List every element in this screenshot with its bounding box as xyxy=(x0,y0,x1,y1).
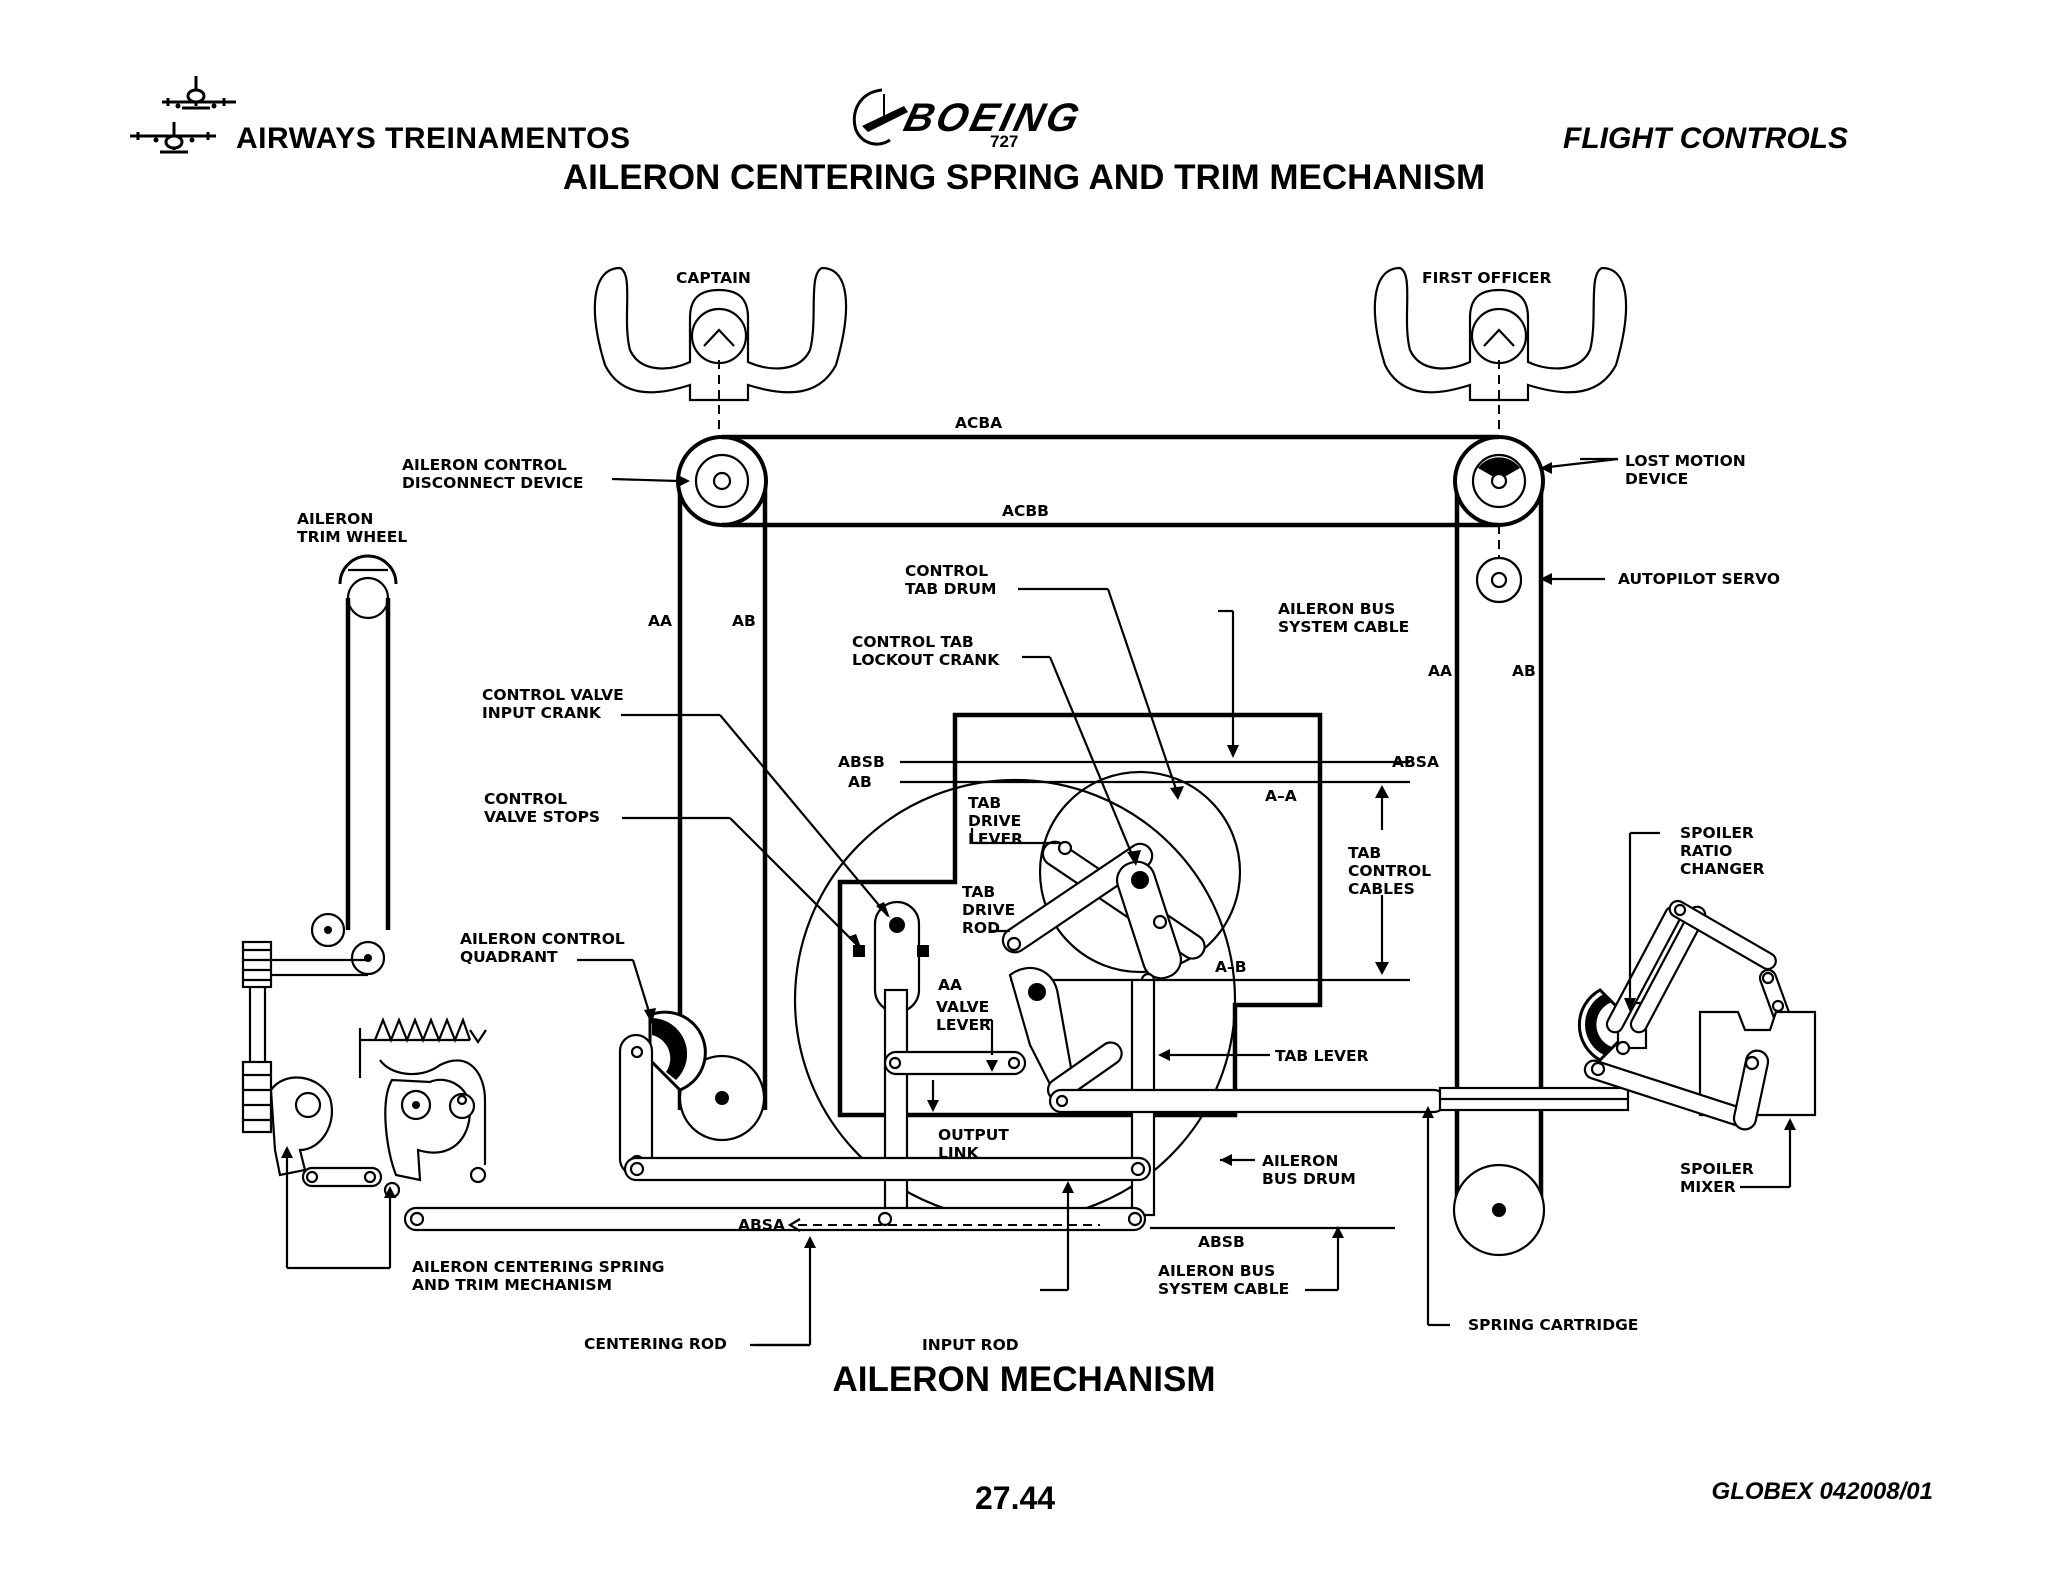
output-link xyxy=(883,1041,1123,1102)
aileron-trim-wheel xyxy=(241,554,398,1134)
control-valve-stops-label: CONTROL VALVE STOPS xyxy=(484,790,600,826)
ab-left-label: AB xyxy=(732,612,756,630)
spoiler-ratio-changer xyxy=(1577,899,1796,1062)
aircraft-model: 727 xyxy=(990,132,1019,151)
spoiler-mixer-label: SPOILER MIXER xyxy=(1680,1160,1759,1196)
control-tab-drum xyxy=(1038,770,1242,974)
absa-top-label: ABSA xyxy=(1392,753,1439,771)
tab-drive-rod-label: TAB DRIVE ROD xyxy=(962,883,1021,937)
figure-caption: AILERON MECHANISM xyxy=(832,1360,1216,1399)
output-link-label: OUTPUT LINK xyxy=(938,1126,1014,1162)
absa-bottom-label: ABSA xyxy=(738,1216,785,1234)
document-reference: GLOBEX 042008/01 xyxy=(1711,1478,1933,1505)
control-tab-lockout-crank-label: CONTROL TAB LOCKOUT CRANK xyxy=(852,633,1000,669)
left-cable-loop xyxy=(677,480,768,1142)
aa-mid-label: AA xyxy=(938,976,962,994)
centering-spring-mechanism xyxy=(269,1016,487,1199)
aileron-bus-drum-label: AILERON BUS DRUM xyxy=(1262,1152,1356,1188)
leader-lines xyxy=(285,457,1792,1347)
arrow-heads xyxy=(281,462,1796,1248)
tab-control-cables-arrows xyxy=(1375,785,1389,975)
centering-rod-label: CENTERING ROD xyxy=(584,1335,727,1353)
lost-motion-device xyxy=(1453,435,1545,527)
page-title: AILERON CENTERING SPRING AND TRIM MECHAN… xyxy=(562,158,1486,197)
airways-logo xyxy=(130,76,236,154)
acbb-label: ACBB xyxy=(1002,502,1049,520)
spring-cartridge-label: SPRING CARTRIDGE xyxy=(1468,1316,1638,1334)
control-tab-drum-label: CONTROL TAB DRUM xyxy=(905,562,996,598)
company-name: AIRWAYS TREINAMENTOS xyxy=(236,122,631,155)
tab-drive-lever xyxy=(1001,840,1206,988)
spring-cartridge xyxy=(1438,1086,1630,1112)
aileron-control-disconnect-device-label: AILERON CONTROL DISCONNECT DEVICE xyxy=(402,456,583,492)
absb-top-label: ABSB xyxy=(838,753,885,771)
tab-drive-lever-label: TAB DRIVE LEVER xyxy=(968,794,1027,848)
captain-label: CAPTAIN xyxy=(676,269,751,287)
section-title: FLIGHT CONTROLS xyxy=(1563,122,1848,155)
aileron-control-quadrant-label: AILERON CONTROL QUADRANT xyxy=(460,930,630,966)
absb-bottom-label: ABSB xyxy=(1198,1233,1245,1251)
aa-left-label: AA xyxy=(648,612,672,630)
control-valve-input-crank-label: CONTROL VALVE INPUT CRANK xyxy=(482,686,629,722)
lost-motion-device-label: LOST MOTION DEVICE xyxy=(1625,452,1751,488)
acba-label: ACBA xyxy=(955,414,1002,432)
autopilot-servo xyxy=(1475,556,1523,604)
tab-lever-label: TAB LEVER xyxy=(1275,1047,1369,1065)
valve-lever-label: VALVE LEVER xyxy=(936,998,995,1034)
aileron-trim-wheel-label: AILERON TRIM WHEEL xyxy=(297,510,407,546)
a-a-label: A–A xyxy=(1265,787,1297,805)
first-officer-control-wheel xyxy=(1373,266,1628,578)
centering-rod xyxy=(403,1206,1147,1232)
spoiler-ratio-changer-label: SPOILER RATIO CHANGER xyxy=(1680,824,1765,878)
aileron-centering-spring-label: AILERON CENTERING SPRING AND TRIM MECHAN… xyxy=(412,1258,670,1294)
aileron-bus-system-cable-top-label: AILERON BUS SYSTEM CABLE xyxy=(1278,600,1409,636)
bus-cable-housing xyxy=(837,712,1323,1118)
ab-right-label: AB xyxy=(1512,662,1536,680)
input-rod xyxy=(623,1156,1152,1182)
tab-control-cables-label: TAB CONTROL CABLES xyxy=(1348,844,1437,898)
a-b-label: A–B xyxy=(1215,958,1247,976)
first-officer-label: FIRST OFFICER xyxy=(1422,269,1552,287)
aa-right-label: AA xyxy=(1428,662,1452,680)
tab-lever xyxy=(1048,978,1447,1217)
page-number: 27.44 xyxy=(975,1480,1056,1516)
input-rod-label: INPUT ROD xyxy=(922,1336,1019,1354)
boeing-logo-icon xyxy=(852,88,908,146)
ab-top-label: AB xyxy=(848,773,872,791)
autopilot-servo-label: AUTOPILOT SERVO xyxy=(1618,570,1780,588)
spoiler-mixer xyxy=(1583,1010,1817,1131)
aileron-bus-system-cable-bottom-label: AILERON BUS SYSTEM CABLE xyxy=(1158,1262,1289,1298)
aileron-control-disconnect-device xyxy=(676,435,768,527)
captain-control-wheel xyxy=(593,266,848,462)
control-valve-input-crank xyxy=(853,900,929,1212)
